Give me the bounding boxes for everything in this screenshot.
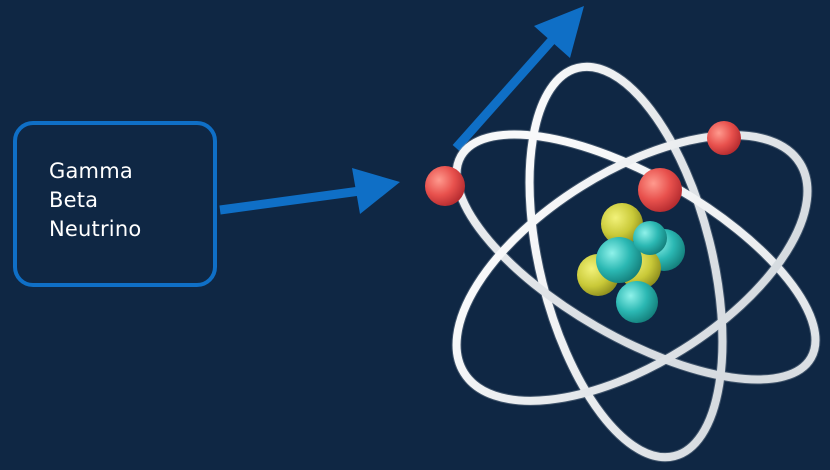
orbit-ring (452, 131, 812, 405)
atom-icon (425, 61, 821, 463)
orbit-ring (525, 62, 727, 462)
list-item-neutrino: Neutrino (49, 217, 142, 241)
list-item-beta: Beta (49, 188, 99, 212)
arrow-up-right-icon (452, 6, 584, 151)
radiation-list: Gamma Beta Neutrino (49, 157, 141, 244)
electron (707, 121, 741, 155)
electron (425, 166, 465, 206)
radiation-label-box: Gamma Beta Neutrino (13, 121, 217, 287)
arrow-right-icon (219, 168, 400, 215)
list-item-gamma: Gamma (49, 159, 133, 183)
nucleus (577, 203, 685, 323)
electron (638, 168, 682, 212)
